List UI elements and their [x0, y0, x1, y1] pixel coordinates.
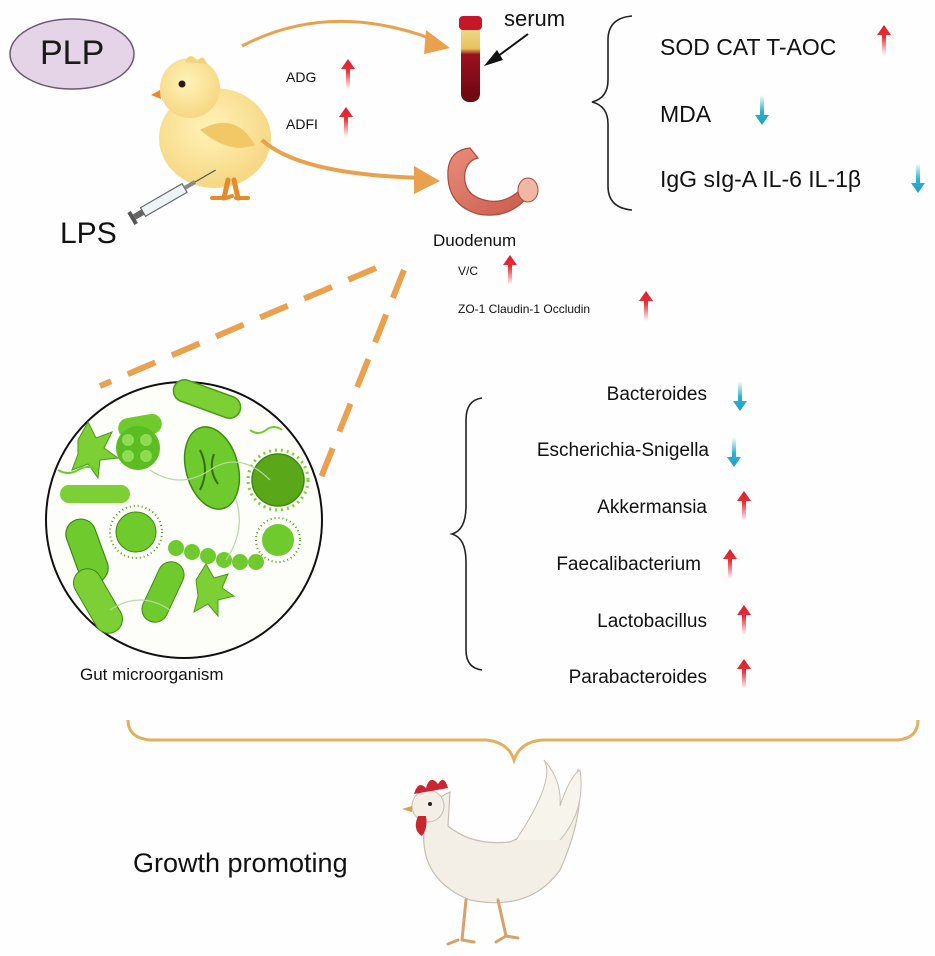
zoom-line-left	[98, 265, 378, 389]
duodenum-label: Duodenum	[433, 231, 517, 250]
genus-arrow	[737, 605, 751, 635]
genus-arrow	[737, 659, 751, 689]
adg-up-arrow	[341, 59, 355, 89]
serum-label: serum	[504, 6, 566, 31]
genus-label: Lactobacillus	[597, 611, 707, 632]
serum-result-label: MDA	[660, 101, 712, 127]
genus-label: Bacteroides	[606, 384, 707, 405]
plp-ellipse	[9, 18, 135, 90]
adfi-label: ADFI	[286, 116, 318, 132]
genus-arrow	[727, 437, 741, 467]
lps-label: LPS	[60, 217, 117, 250]
rooster-illustration	[402, 759, 582, 946]
serum-result-label: SOD CAT T-AOC	[660, 34, 837, 60]
genus-label: Parabacteroides	[568, 667, 707, 688]
growth-promoting-label: Growth promoting	[133, 848, 348, 878]
microbiota-brace	[449, 397, 483, 671]
chick-illustration	[151, 56, 271, 201]
outcome-bracket	[126, 719, 920, 765]
genus-label: Escherichia-Snigella	[536, 440, 709, 461]
genus-arrow	[723, 549, 737, 579]
arrow-to-duodenum	[260, 138, 426, 180]
serum-brace	[591, 15, 633, 211]
serum-result-arrow	[755, 95, 769, 125]
microbe-circle	[45, 379, 323, 659]
genus-arrow	[733, 381, 747, 411]
tight-junction-up-arrow	[639, 291, 653, 321]
syringe-illustration	[127, 169, 217, 226]
arrow-to-serum	[241, 19, 436, 48]
serum-result-label: IgG sIg-A IL-6 IL-1β	[660, 166, 862, 192]
adfi-up-arrow	[339, 107, 353, 137]
blood-tube-illustration	[459, 16, 482, 102]
serum-result-arrow	[911, 163, 925, 193]
vc-label: V/C	[458, 264, 479, 278]
zoom-line-right	[309, 268, 407, 502]
tight-junction-label: ZO-1 Claudin-1 Occludin	[458, 302, 591, 316]
plp-label: PLP	[40, 34, 105, 72]
serum-result-arrow	[877, 25, 891, 55]
genus-label: Faecalibacterium	[556, 554, 701, 575]
genus-arrow	[737, 491, 751, 521]
gut-microorganism-label: Gut microorganism	[80, 665, 224, 684]
vc-up-arrow	[503, 255, 517, 285]
adg-label: ADG	[286, 69, 317, 85]
genus-label: Akkermansia	[597, 497, 707, 518]
